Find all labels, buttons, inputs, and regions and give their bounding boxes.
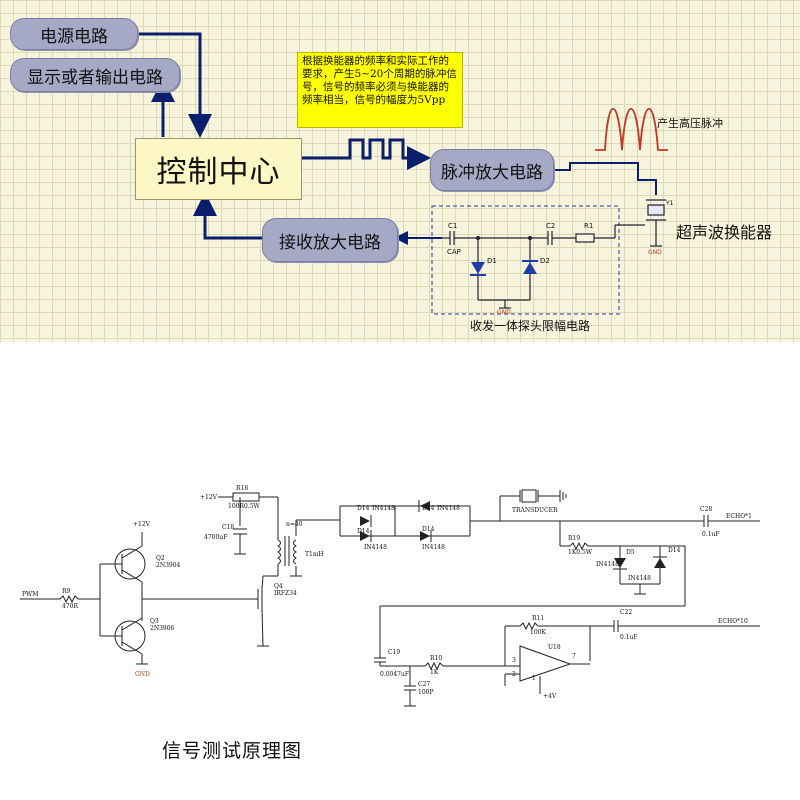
pulse-note-box: 根据换能器的频率和实际工作的要求，产生5~20个周期的脉冲信号，信号的频率必须与… bbox=[297, 52, 463, 128]
control-center-label: 控制中心 bbox=[156, 155, 281, 190]
wire-receive-to-control bbox=[193, 192, 262, 240]
sch-r18: R18 bbox=[236, 485, 248, 492]
sch-c27-val: 100P bbox=[418, 689, 434, 696]
sch-n40: n=40 bbox=[286, 521, 303, 528]
sch-q4: Q4 bbox=[274, 583, 283, 590]
sch-in4148b: IN4148 bbox=[364, 544, 387, 551]
receive-amp-block: 接收放大电路 bbox=[262, 218, 398, 262]
sch-in4148e: IN4148 bbox=[596, 561, 619, 568]
schematic-caption: 信号测试原理图 bbox=[162, 740, 303, 762]
wire-power-to-control bbox=[138, 32, 212, 138]
sch-p3: 3 bbox=[512, 657, 516, 664]
diode-d1 bbox=[471, 262, 485, 274]
label-y1: Y1 bbox=[666, 200, 674, 207]
sch-r18-val: 100R0.5W bbox=[228, 503, 261, 510]
sch-echo10: ECHO*10 bbox=[718, 618, 748, 625]
receive-amp-label: 接收放大电路 bbox=[279, 232, 381, 253]
sch-p1: 1 bbox=[532, 675, 536, 682]
control-center-block: 控制中心 bbox=[135, 138, 302, 200]
limiter-box bbox=[431, 205, 620, 315]
sch-d14c: D14 bbox=[422, 505, 435, 512]
sch-c27: C27 bbox=[418, 681, 430, 688]
transducer-label: 超声波换能器 bbox=[676, 223, 773, 242]
sch-transducer: TRANSDUCER bbox=[512, 507, 558, 514]
signal-schematic: +12V +12V PWM R9 470R Q2 2N3904 Q3 2N390… bbox=[20, 485, 760, 707]
sch-gnd-q: GND bbox=[135, 671, 150, 678]
sch-r9-val: 470R bbox=[62, 603, 78, 610]
sch-r10-val: 1K bbox=[430, 669, 439, 676]
hv-pulse-label: 产生高压脉冲 bbox=[657, 117, 723, 130]
sch-c19: C19 bbox=[388, 649, 400, 656]
sch-c22: C22 bbox=[620, 609, 632, 616]
sch-p7: 7 bbox=[572, 653, 576, 660]
limiter-caption: 收发一体探头限幅电路 bbox=[470, 319, 591, 333]
pulse-note-text: 根据换能器的频率和实际工作的要求，产生5~20个周期的脉冲信号，信号的频率必须与… bbox=[302, 55, 457, 106]
wire-pulse-to-transducer bbox=[552, 162, 657, 195]
label-d1: D1 bbox=[487, 257, 497, 265]
sch-c19-val: 0.0047uF bbox=[380, 671, 409, 678]
block-diagram-panel: 电源电路 显示或者输出电路 控制中心 根据换能器的频率和实际工作的要求，产生5~… bbox=[0, 0, 800, 342]
sch-r19: R19 bbox=[568, 535, 580, 542]
label-c1: C1 bbox=[448, 222, 458, 230]
transducer-symbol bbox=[646, 199, 666, 247]
sch-d14b: D14 bbox=[357, 528, 370, 535]
sch-d14d: D14 bbox=[422, 526, 435, 533]
sch-c28: C28 bbox=[700, 506, 712, 513]
sch-q2-part: 2N3904 bbox=[156, 562, 181, 569]
sch-pwm: PWM bbox=[22, 591, 38, 598]
sch-in4148c: IN4148 bbox=[437, 505, 460, 512]
label-c2: C2 bbox=[546, 222, 556, 230]
sch-v12-left: +12V bbox=[200, 494, 218, 501]
sch-p2: 2 bbox=[512, 671, 516, 678]
sch-d14a: D14 bbox=[357, 505, 370, 512]
sch-q2: Q2 bbox=[156, 555, 165, 562]
sch-v4: +4V bbox=[543, 693, 557, 700]
display-circuit-block: 显示或者输出电路 bbox=[10, 58, 180, 92]
label-gnd-limiter: GND bbox=[497, 309, 511, 316]
pulse-amp-label: 脉冲放大电路 bbox=[441, 162, 543, 183]
pulse-amp-block: 脉冲放大电路 bbox=[430, 149, 554, 191]
display-circuit-label: 显示或者输出电路 bbox=[27, 67, 163, 88]
sch-c18-val: 4700uF bbox=[204, 534, 227, 541]
hv-pulse-waveform bbox=[595, 108, 668, 151]
sch-d14e: D14 bbox=[668, 547, 681, 554]
schematic-panel: +12V +12V PWM R9 470R Q2 2N3904 Q3 2N390… bbox=[0, 436, 800, 800]
sch-v12-top: +12V bbox=[133, 521, 151, 528]
sch-r19-val: 1K0.5W bbox=[568, 549, 593, 556]
sch-echo1: ECHO*1 bbox=[726, 513, 752, 520]
sch-r11-val: 100K bbox=[530, 629, 546, 636]
sch-c28-val: 0.1uF bbox=[702, 531, 720, 538]
wire-pulse-train bbox=[300, 138, 431, 170]
label-d2: D2 bbox=[540, 257, 550, 265]
sch-q4-part: IRFZ34 bbox=[274, 590, 297, 597]
sch-c22-val: 0.1uF bbox=[620, 634, 638, 641]
power-circuit-label: 电源电路 bbox=[40, 26, 108, 47]
sch-c18: C18 bbox=[222, 524, 234, 531]
sch-in4148a: IN4148 bbox=[372, 505, 395, 512]
label-cap: CAP bbox=[447, 248, 461, 256]
block-diagram-wires bbox=[138, 32, 668, 315]
sch-d5: D5 bbox=[626, 549, 635, 556]
diode-d2 bbox=[523, 262, 537, 274]
sch-in4148d: IN4148 bbox=[422, 544, 445, 551]
sch-t1: T1mH bbox=[305, 551, 324, 558]
sch-u18: U18 bbox=[548, 644, 561, 651]
sch-r9: R9 bbox=[62, 588, 71, 595]
sch-r10: R10 bbox=[430, 655, 442, 662]
sch-r11: R11 bbox=[532, 615, 544, 622]
label-gnd-transducer: GND bbox=[648, 249, 662, 256]
label-r1: R1 bbox=[584, 222, 594, 230]
power-circuit-block: 电源电路 bbox=[10, 18, 138, 50]
sch-in4148f: IN4148 bbox=[628, 575, 651, 582]
sch-q3-part: 2N3906 bbox=[150, 625, 175, 632]
sch-q3: Q3 bbox=[150, 618, 159, 625]
limiter-circuit bbox=[442, 224, 645, 309]
